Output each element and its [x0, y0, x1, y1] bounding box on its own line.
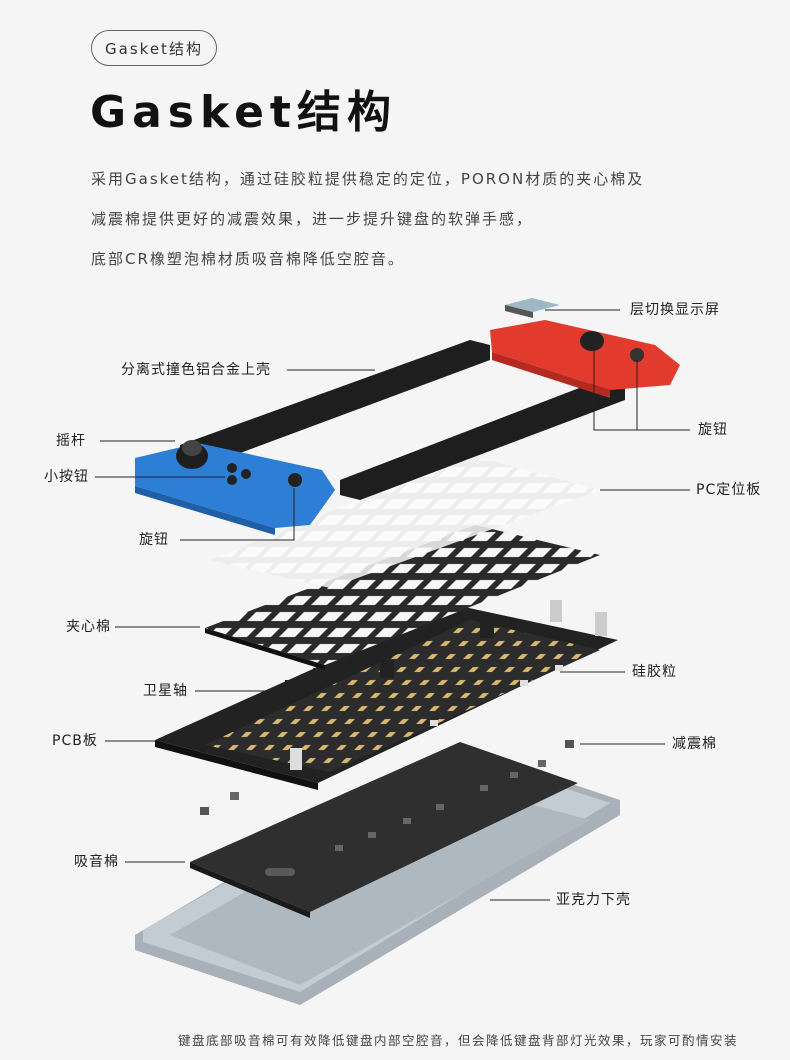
label-sound-foam: 吸音棉 [74, 854, 119, 870]
label-satellite-stab: 卫星轴 [143, 683, 188, 699]
label-pcb: PCB板 [52, 733, 98, 749]
silicone-pellets [430, 665, 563, 726]
description-line-3: 底部CR橡塑泡棉材质吸音棉降低空腔音。 [91, 250, 405, 268]
label-top-shell: 分离式撞色铝合金上壳 [121, 362, 271, 378]
description-line-2: 减震棉提供更好的减震效果，进一步提升键盘的软弹手感， [91, 210, 534, 228]
satellite-stabilizers [285, 620, 494, 698]
label-silicone-pellets: 硅胶粒 [632, 664, 677, 680]
label-layer-screen: 层切换显示屏 [630, 302, 720, 318]
red-module [490, 320, 680, 398]
label-acrylic-shell: 亚克力下壳 [556, 892, 631, 908]
page-title: Gasket结构 [90, 87, 397, 138]
section-pill: Gasket结构 [91, 30, 217, 66]
sandwich-foam [205, 525, 600, 670]
label-sandwich-foam: 夹心棉 [66, 619, 111, 635]
layer-display-screen [505, 298, 560, 318]
pcb-board [155, 600, 618, 790]
pc-plate [210, 455, 600, 588]
damping-foam-pads [200, 740, 574, 815]
label-knob-right: 旋钮 [698, 422, 728, 438]
blue-module [135, 440, 335, 535]
label-damping-foam: 减震棉 [672, 736, 717, 752]
footer-note: 键盘底部吸音棉可有效降低键盘内部空腔音，但会降低键盘背部灯光效果，玩家可酌情安装 [178, 1033, 739, 1048]
label-knob-left: 旋钮 [139, 532, 169, 548]
leader-lines [95, 309, 690, 901]
description-line-1: 采用Gasket结构，通过硅胶粒提供稳定的定位，PORON材质的夹心棉及 [91, 170, 645, 188]
label-pc-plate: PC定位板 [696, 482, 762, 498]
top-shell-bars [180, 340, 625, 500]
label-joystick: 摇杆 [56, 433, 86, 449]
label-small-buttons: 小按钮 [44, 469, 89, 485]
sound-foam-plate [190, 742, 578, 918]
